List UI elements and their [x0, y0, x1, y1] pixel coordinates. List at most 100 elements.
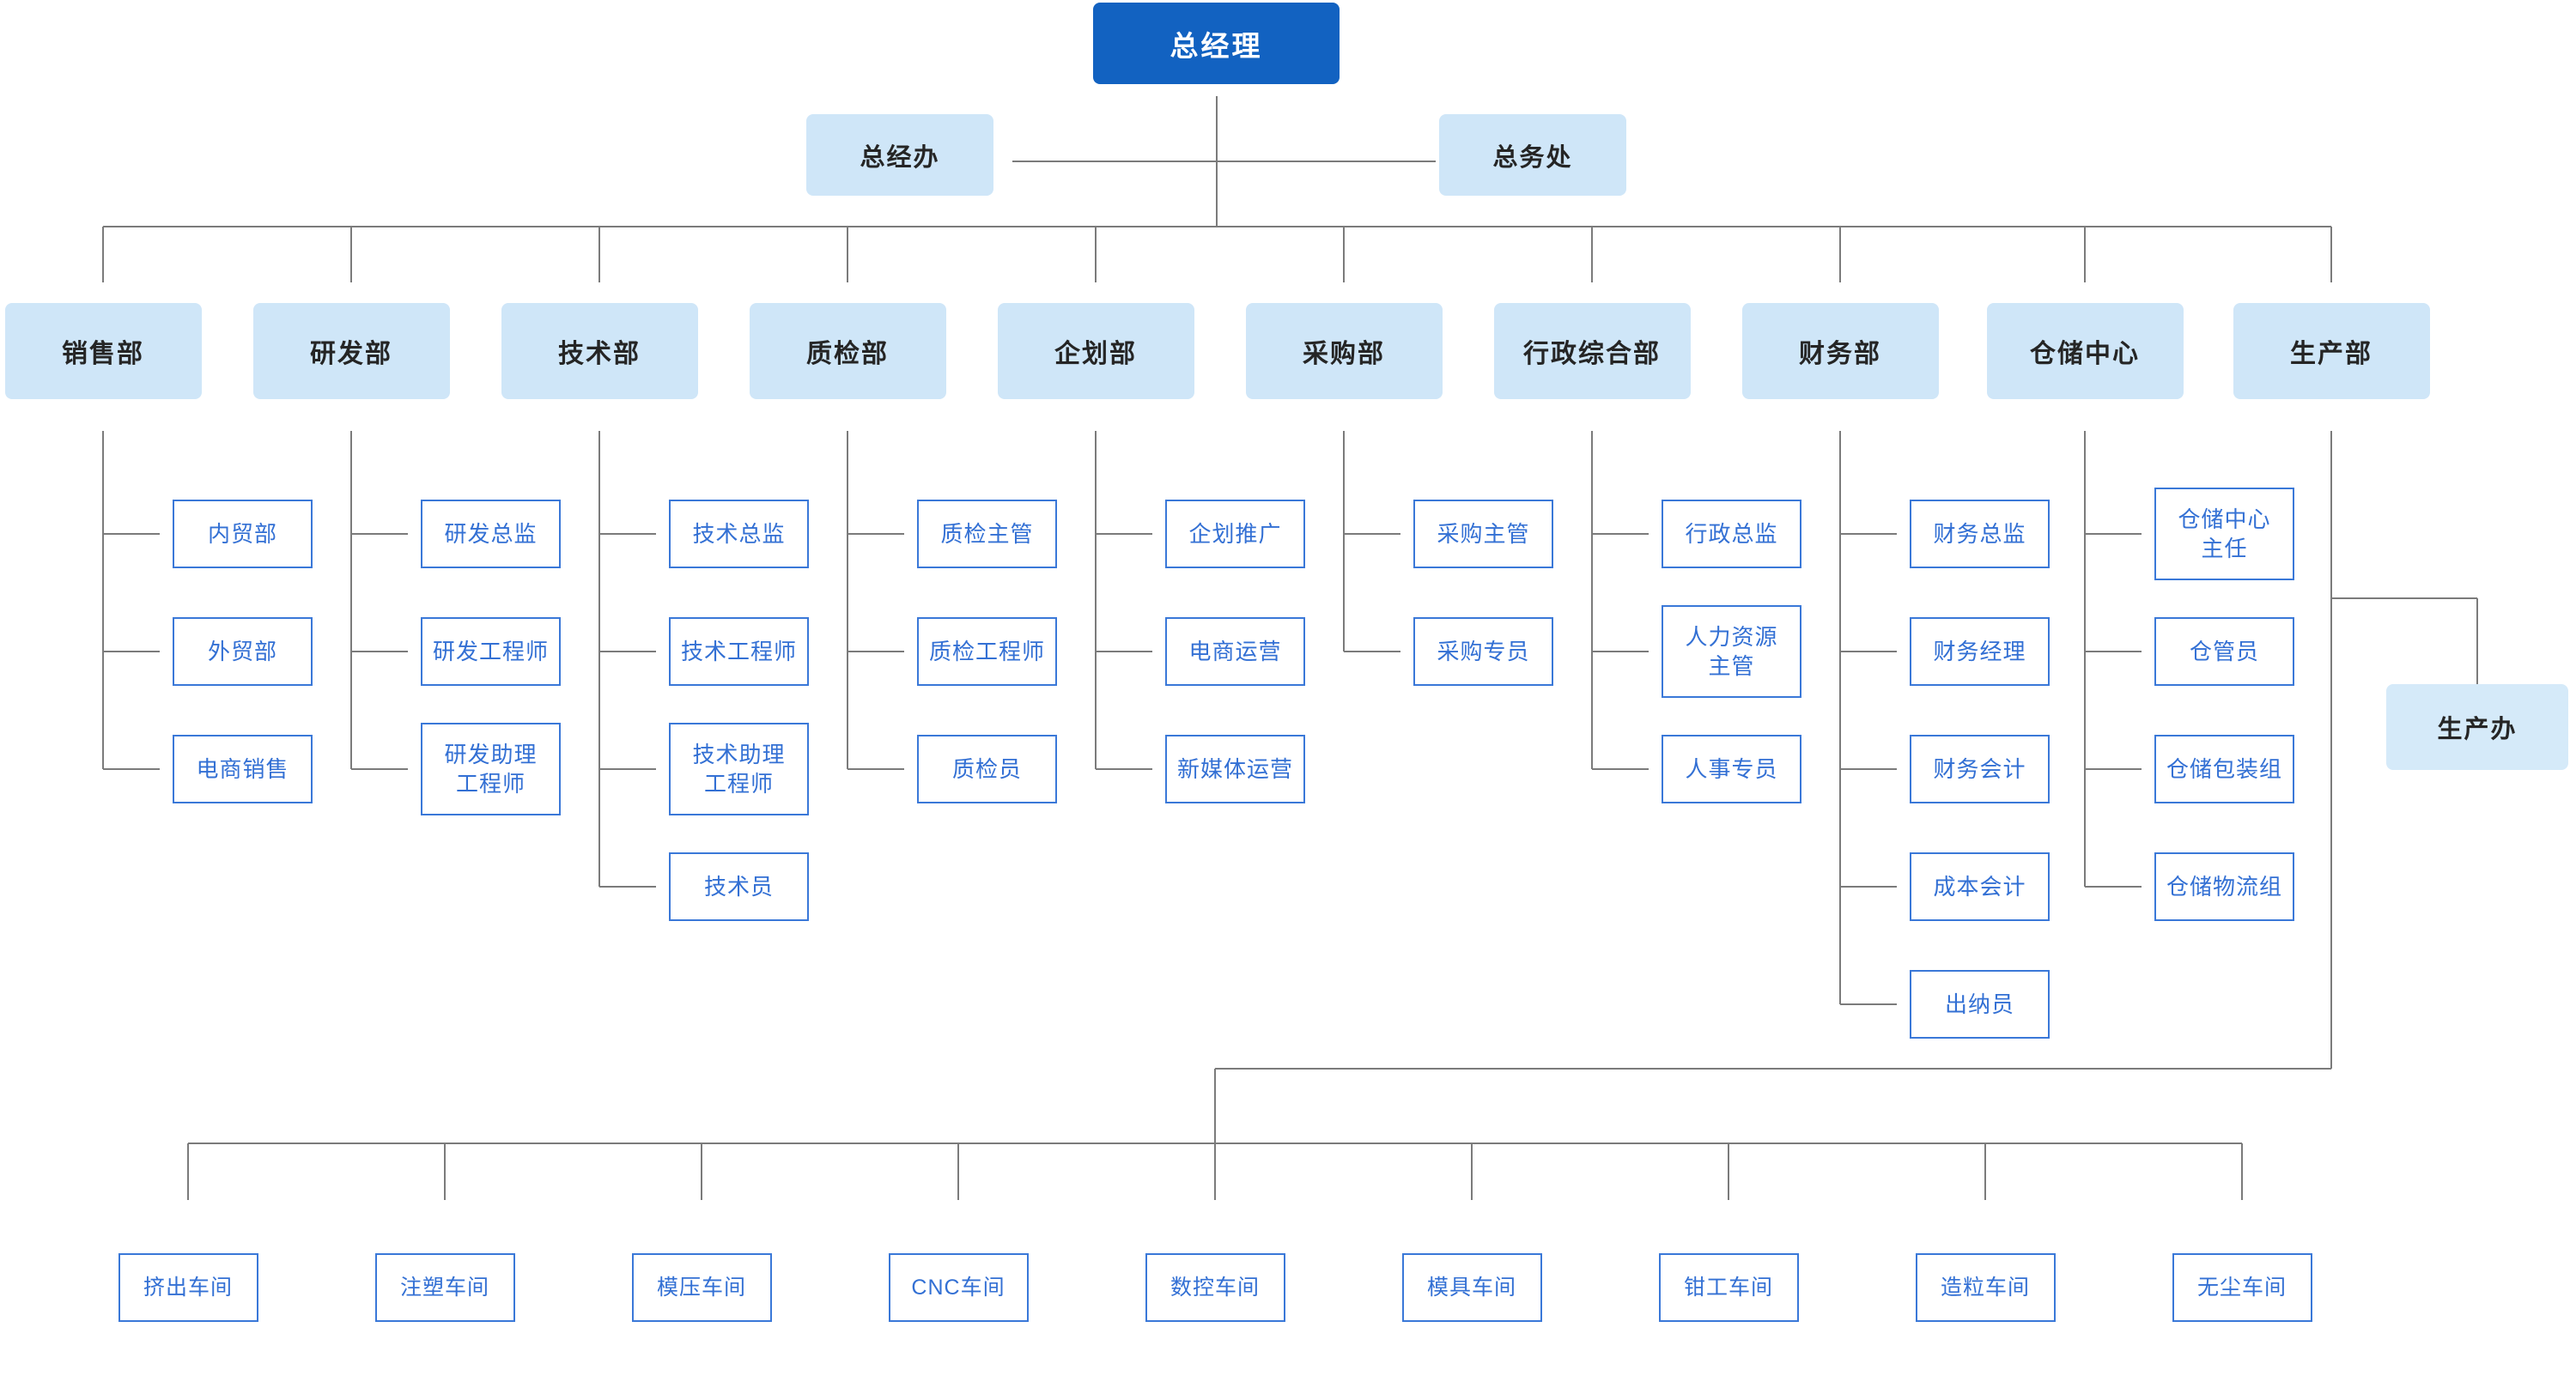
connector-column-trunk — [1839, 431, 1841, 1004]
sub-node-3-1: 质检工程师 — [917, 617, 1057, 686]
connector-sub-stub — [848, 768, 904, 770]
sub-node-6-0: 行政总监 — [1662, 500, 1801, 568]
sub-node-2-0: 技术总监 — [669, 500, 809, 568]
connector-staff-horizontal — [1012, 161, 1436, 162]
sub-node-4-2: 新媒体运营 — [1165, 735, 1305, 803]
connector-department-drop — [847, 227, 848, 282]
workshop-node-7: 造粒车间 — [1915, 1253, 2056, 1322]
connector-workshop-drop — [187, 1143, 189, 1200]
connector-sub-stub — [599, 651, 656, 652]
connector-workshop-drop — [701, 1143, 702, 1200]
connector-workshop-drop — [957, 1143, 959, 1200]
department-node-1: 研发部 — [252, 303, 450, 399]
connector-office-vertical — [2476, 598, 2478, 684]
workshop-node-4: 数控车间 — [1145, 1253, 1285, 1322]
sub-node-6-2: 人事专员 — [1662, 735, 1801, 803]
connector-department-rail — [103, 226, 2331, 227]
workshop-node-0: 挤出车间 — [118, 1253, 258, 1322]
connector-workshop-drop — [1214, 1143, 1216, 1200]
connector-sub-stub — [351, 768, 408, 770]
production-office-node: 生产办 — [2386, 684, 2568, 770]
sub-node-1-1: 研发工程师 — [421, 617, 561, 686]
connector-sub-stub — [599, 533, 656, 535]
connector-production-join — [1214, 1069, 1216, 1143]
connector-office-horizontal — [2331, 597, 2477, 599]
connector-sub-stub — [1096, 651, 1152, 652]
sub-node-7-4: 出纳员 — [1910, 970, 2050, 1039]
workshop-node-8: 无尘车间 — [2172, 1253, 2312, 1322]
connector-sub-stub — [1840, 886, 1897, 888]
connector-sub-stub — [103, 768, 160, 770]
connector-sub-stub — [1592, 651, 1649, 652]
connector-column-trunk — [102, 431, 104, 769]
connector-sub-stub — [351, 651, 408, 652]
sub-node-0-2: 电商销售 — [173, 735, 313, 803]
sub-node-1-2: 研发助理 工程师 — [421, 723, 561, 815]
connector-column-trunk — [1343, 431, 1345, 652]
connector-production-trunk — [2330, 431, 2332, 1069]
sub-node-7-3: 成本会计 — [1910, 852, 2050, 921]
connector-sub-stub — [848, 533, 904, 535]
connector-sub-stub — [1840, 533, 1897, 535]
sub-node-2-3: 技术员 — [669, 852, 809, 921]
sub-node-8-2: 仓储包装组 — [2154, 735, 2294, 803]
connector-sub-stub — [1096, 533, 1152, 535]
connector-sub-stub — [2085, 768, 2142, 770]
connector-sub-stub — [2085, 651, 2142, 652]
connector-department-drop — [598, 227, 600, 282]
connector-sub-stub — [1592, 768, 1649, 770]
connector-department-drop — [2330, 227, 2332, 282]
connector-sub-stub — [1344, 651, 1400, 652]
connector-department-drop — [1591, 227, 1593, 282]
connector-sub-stub — [103, 533, 160, 535]
connector-workshop-drop — [1984, 1143, 1986, 1200]
connector-sub-stub — [1840, 768, 1897, 770]
connector-column-trunk — [847, 431, 848, 769]
connector-sub-stub — [599, 886, 656, 888]
staff-node-gm-office: 总经办 — [806, 114, 993, 196]
sub-node-2-2: 技术助理 工程师 — [669, 723, 809, 815]
department-node-9: 生产部 — [2233, 303, 2430, 399]
connector-sub-stub — [1840, 651, 1897, 652]
department-node-8: 仓储中心 — [1986, 303, 2184, 399]
department-node-5: 采购部 — [1245, 303, 1443, 399]
sub-node-3-2: 质检员 — [917, 735, 1057, 803]
sub-node-7-1: 财务经理 — [1910, 617, 2050, 686]
workshop-node-2: 模压车间 — [631, 1253, 772, 1322]
sub-node-4-1: 电商运营 — [1165, 617, 1305, 686]
connector-workshop-drop — [444, 1143, 446, 1200]
connector-column-trunk — [598, 431, 600, 887]
connector-column-trunk — [1591, 431, 1593, 769]
connector-sub-stub — [599, 768, 656, 770]
connector-column-trunk — [350, 431, 352, 769]
connector-department-drop — [102, 227, 104, 282]
department-node-6: 行政综合部 — [1493, 303, 1691, 399]
connector-workshop-drop — [1471, 1143, 1473, 1200]
workshop-node-6: 钳工车间 — [1658, 1253, 1799, 1322]
connector-sub-stub — [1592, 533, 1649, 535]
sub-node-8-3: 仓储物流组 — [2154, 852, 2294, 921]
department-node-3: 质检部 — [749, 303, 946, 399]
department-node-2: 技术部 — [501, 303, 698, 399]
sub-node-5-0: 采购主管 — [1413, 500, 1553, 568]
connector-department-drop — [1343, 227, 1345, 282]
connector-sub-stub — [2085, 886, 2142, 888]
department-node-4: 企划部 — [997, 303, 1194, 399]
sub-node-8-1: 仓管员 — [2154, 617, 2294, 686]
workshop-node-3: CNC车间 — [888, 1253, 1029, 1322]
sub-node-6-1: 人力资源 主管 — [1662, 605, 1801, 698]
connector-department-drop — [2084, 227, 2086, 282]
sub-node-5-1: 采购专员 — [1413, 617, 1553, 686]
workshop-node-5: 模具车间 — [1401, 1253, 1542, 1322]
department-node-0: 销售部 — [4, 303, 202, 399]
connector-workshop-drop — [2241, 1143, 2243, 1200]
sub-node-3-0: 质检主管 — [917, 500, 1057, 568]
staff-node-general-affairs: 总务处 — [1439, 114, 1626, 196]
connector-department-drop — [1095, 227, 1097, 282]
connector-workshop-drop — [1728, 1143, 1729, 1200]
connector-production-elbow — [1215, 1068, 2331, 1070]
connector-department-drop — [1839, 227, 1841, 282]
sub-node-0-0: 内贸部 — [173, 500, 313, 568]
workshop-node-1: 注塑车间 — [374, 1253, 515, 1322]
